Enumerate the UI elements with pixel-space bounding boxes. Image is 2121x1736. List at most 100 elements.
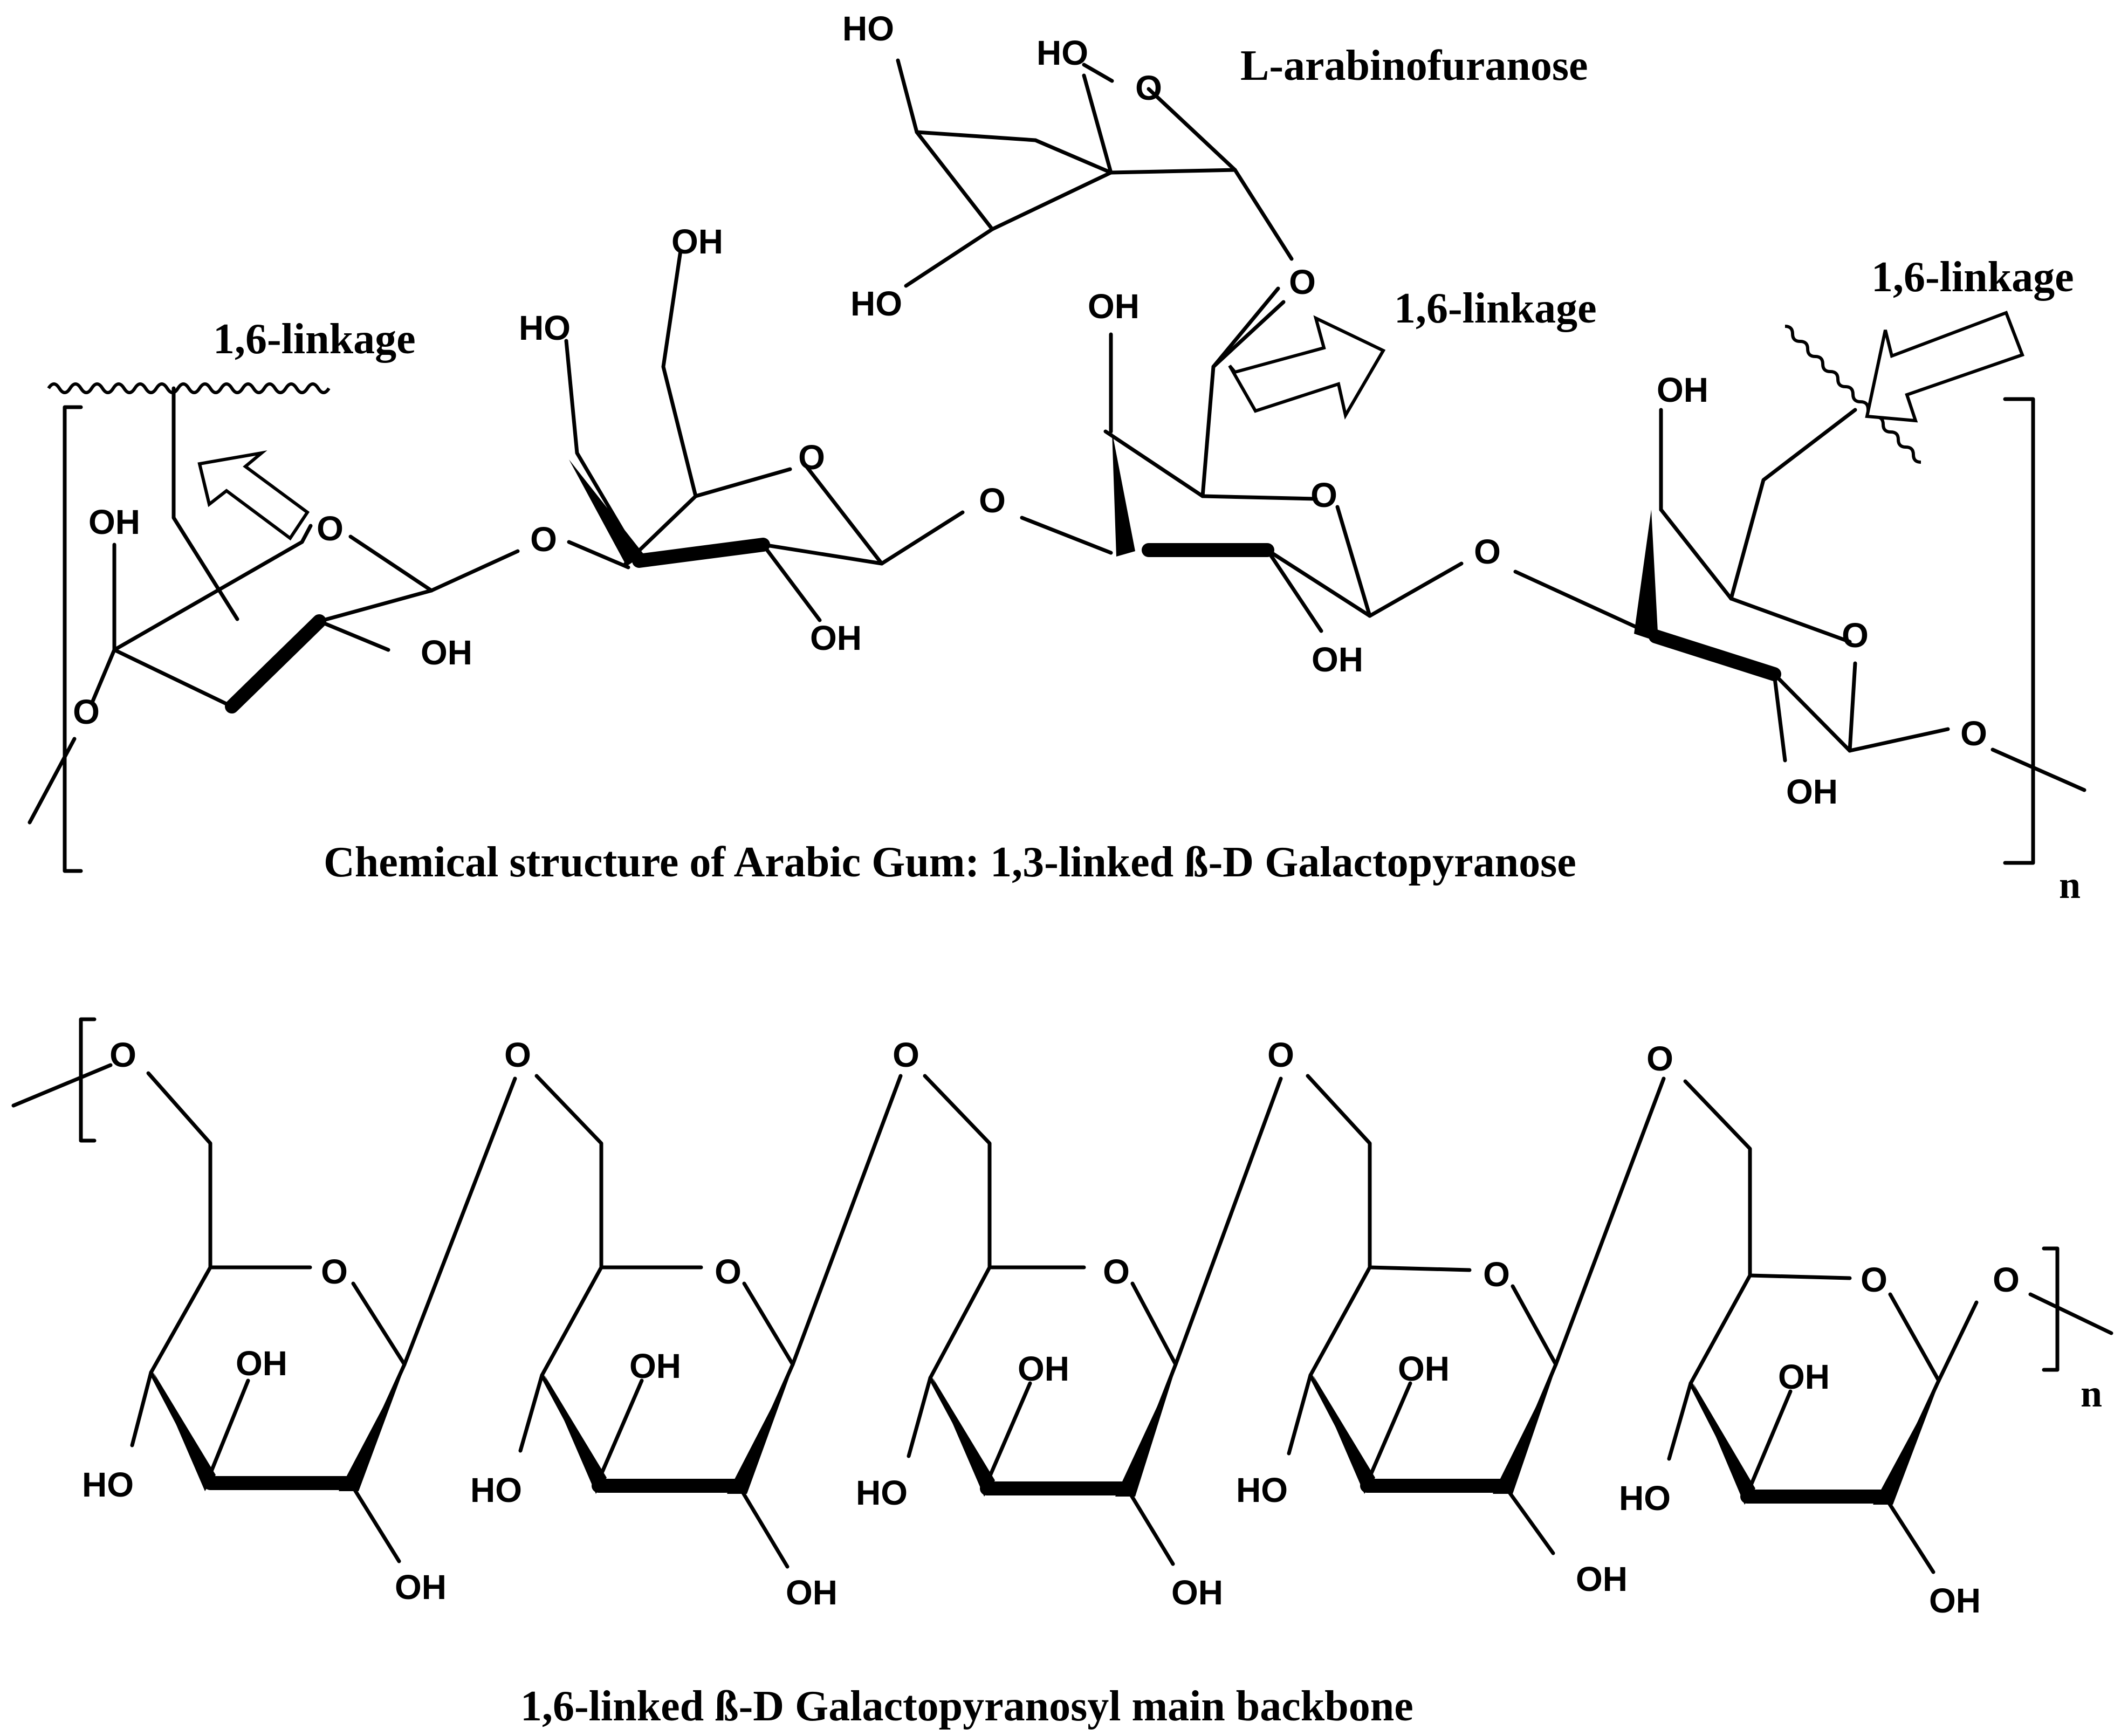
bond-line	[1502, 1484, 1555, 1555]
bond-line	[1103, 429, 1205, 498]
bottom-ring-1: O O OH HO OH	[82, 1035, 517, 1607]
bond-line	[348, 534, 434, 593]
hydroxyl-group-label: OH	[671, 222, 723, 261]
hydroxyl-group-label: HO	[82, 1465, 134, 1504]
bottom-ring-2-wedge-left	[545, 1375, 607, 1494]
top-repeat-label: n	[2059, 863, 2081, 907]
bottom-ring-2-wedge-right	[727, 1364, 794, 1494]
hydroxyl-group-label: OH	[810, 619, 862, 657]
bond-line	[1308, 1265, 1372, 1377]
top-ring-d: O OH OH O	[1513, 370, 2086, 811]
bond-line	[990, 170, 1113, 231]
hydroxyl-group-label: HO	[850, 284, 902, 323]
top-ring-d-wedge	[1634, 510, 1658, 642]
top-linkage-arrow-1	[197, 450, 310, 541]
top-right-wavy-bond	[1784, 325, 1921, 464]
bottom-ring-1-wedge-right	[339, 1364, 406, 1491]
bond-line	[149, 1265, 212, 1375]
bottom-structure: n O O OH HO OH	[11, 1017, 2113, 1730]
bottom-ring-4-wedge-left	[1313, 1375, 1375, 1494]
bond-line	[791, 1074, 903, 1367]
bottom-right-end-bond	[2028, 1292, 2113, 1335]
bottom-ring-5-wedge-left	[1693, 1383, 1755, 1505]
bold-ring-bond	[1649, 629, 1781, 681]
bond-line	[801, 461, 884, 566]
top-ring-c-wedge	[1112, 431, 1135, 557]
bottom-ring-3-wedge-left	[933, 1378, 995, 1497]
bold-ring-bond	[632, 538, 770, 568]
bond-line	[1748, 1273, 1852, 1280]
bond-line	[1683, 1079, 1752, 1278]
hydroxyl-group-label: OH	[1398, 1349, 1450, 1388]
hydroxyl-group-label: OH	[1312, 640, 1363, 679]
hydroxyl-group-label: OH	[1778, 1357, 1830, 1396]
bold-ring-bond	[225, 614, 326, 713]
bond-line	[1745, 1389, 1793, 1496]
oxygen-atom-label: O	[1993, 1260, 2020, 1299]
hydroxyl-group-label: HO	[856, 1473, 908, 1512]
bond-line	[1109, 168, 1237, 175]
bond-line	[1125, 1486, 1175, 1566]
oxygen-atom-label: O	[1483, 1255, 1510, 1294]
hydroxyl-group-label: HO	[1037, 33, 1088, 72]
bottom-left-end-bond	[11, 1063, 113, 1108]
oxygen-atom-label: O	[73, 692, 100, 731]
bond-line	[694, 467, 792, 498]
oxygen-atom-label: O	[979, 481, 1006, 520]
bond-line	[1233, 168, 1294, 261]
bond-line	[1200, 494, 1318, 501]
bond-line	[1265, 548, 1323, 633]
bottom-ring-3: O O OH HO OH	[856, 1035, 1283, 1612]
hydroxyl-group-label: HO	[1236, 1471, 1288, 1509]
bond-line	[402, 1076, 517, 1367]
hydroxyl-group-label: HO	[470, 1471, 522, 1509]
bond-line	[317, 588, 434, 623]
bond-line	[1729, 596, 1852, 644]
bottom-ring-5: O O OH HO OH O	[1619, 1039, 2020, 1620]
bottom-caption: 1,6-linked ß-D Galactopyranosyl main bac…	[520, 1683, 1413, 1730]
bond-line	[1173, 1076, 1283, 1367]
bond-line	[171, 386, 239, 621]
bond-line	[429, 549, 520, 593]
hydroxyl-group-label: OH	[1657, 370, 1708, 409]
bottom-ring-3-wedge-right	[1115, 1364, 1177, 1497]
bond-line	[317, 619, 390, 652]
hydroxyl-group-label: OH	[1018, 1349, 1069, 1388]
bond-line	[761, 543, 822, 622]
hydroxyl-group-label: OH	[421, 633, 472, 672]
bond-line	[130, 1370, 153, 1447]
bond-line	[1772, 672, 1787, 763]
oxygen-atom-label: O	[1103, 1252, 1130, 1291]
hydroxyl-group-label: HO	[519, 308, 571, 347]
bond-line	[1287, 1373, 1313, 1456]
hydroxyl-group-label: HO	[842, 9, 894, 48]
oxygen-atom-label: O	[798, 438, 825, 477]
bond-line	[1772, 672, 1852, 753]
top-left-bracket	[63, 405, 83, 873]
bond-line	[742, 1281, 795, 1367]
bond-line	[1990, 747, 2086, 792]
bottom-ring-5-wedge-right	[1873, 1381, 1940, 1505]
oxygen-atom-label: O	[1842, 616, 1869, 655]
bond-line	[1306, 1074, 1372, 1270]
hydroxyl-group-label: OH	[1786, 772, 1838, 811]
bond-line	[1020, 516, 1113, 555]
oxygen-atom-label: O	[1960, 714, 1987, 753]
oxygen-atom-label: O	[504, 1035, 531, 1074]
arabinofuranose-label: L-arabinofuranose	[1240, 42, 1588, 90]
bond-line	[1147, 87, 1237, 172]
bond-line	[928, 1265, 992, 1380]
bond-line	[564, 339, 641, 560]
bond-line	[1888, 1292, 1941, 1383]
bond-line	[915, 130, 1038, 142]
oxygen-atom-label: O	[715, 1252, 742, 1291]
bond-line	[205, 1378, 250, 1483]
top-ring-c: O OH OH O	[1020, 286, 1501, 679]
oxygen-atom-label: O	[321, 1252, 348, 1291]
bond-line	[880, 510, 965, 566]
oxygen-atom-label: O	[893, 1035, 919, 1074]
bond-line	[1365, 1381, 1412, 1485]
bond-line	[596, 1378, 644, 1483]
bottom-right-bracket	[2042, 1246, 2060, 1372]
